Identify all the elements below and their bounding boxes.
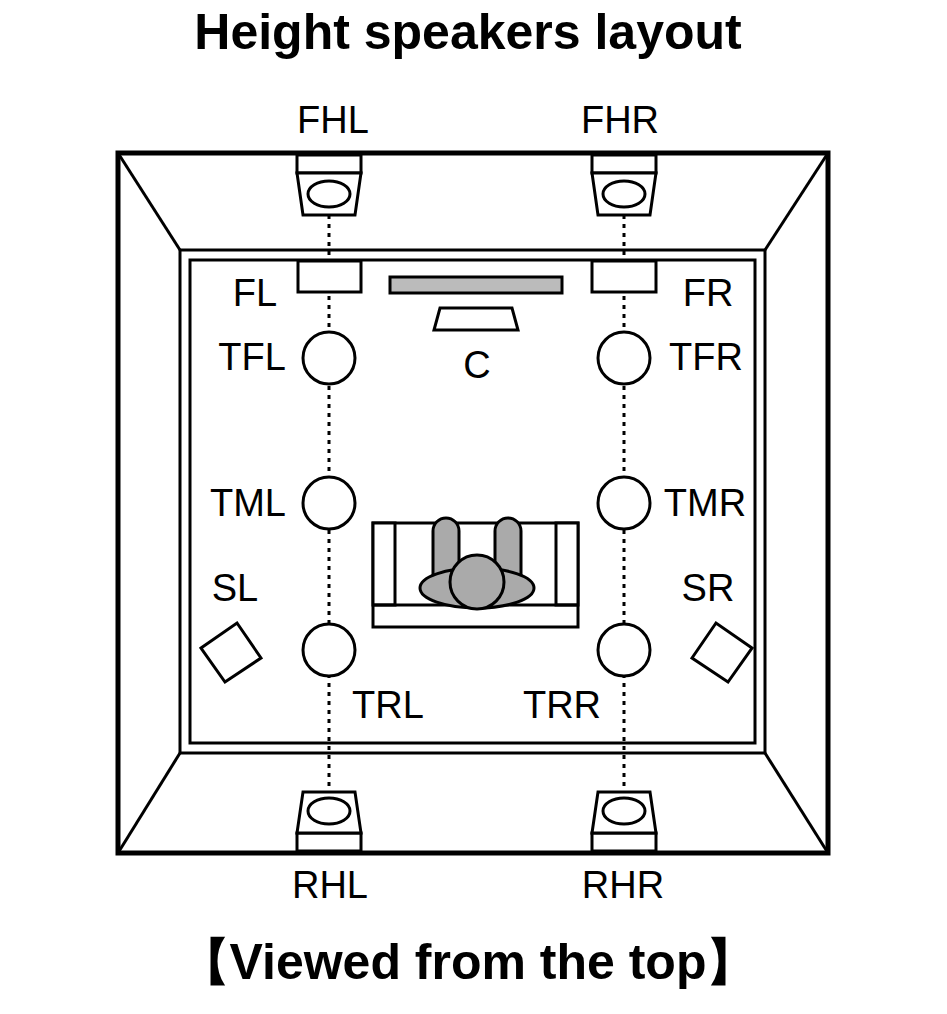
speaker-label: RHL <box>292 866 368 904</box>
speaker-label: TRL <box>352 686 424 724</box>
diagram-caption: 【Viewed from the top】 <box>180 937 757 987</box>
speaker-label: TFR <box>669 338 743 376</box>
speaker-label: TMR <box>664 484 746 522</box>
speaker-label: FHL <box>297 101 369 139</box>
speaker-label: C <box>463 346 490 384</box>
speaker-label: FR <box>683 274 734 312</box>
speaker-label: TRR <box>523 686 601 724</box>
speaker-label: TML <box>210 484 286 522</box>
speaker-label: TFL <box>218 338 286 376</box>
diagram-title: Height speakers layout <box>194 7 741 57</box>
speaker-label: RHR <box>582 866 664 904</box>
speaker-label: SR <box>682 569 735 607</box>
speaker-label: FHR <box>581 101 659 139</box>
speaker-label: FL <box>233 274 277 312</box>
speaker-label: SL <box>212 569 258 607</box>
